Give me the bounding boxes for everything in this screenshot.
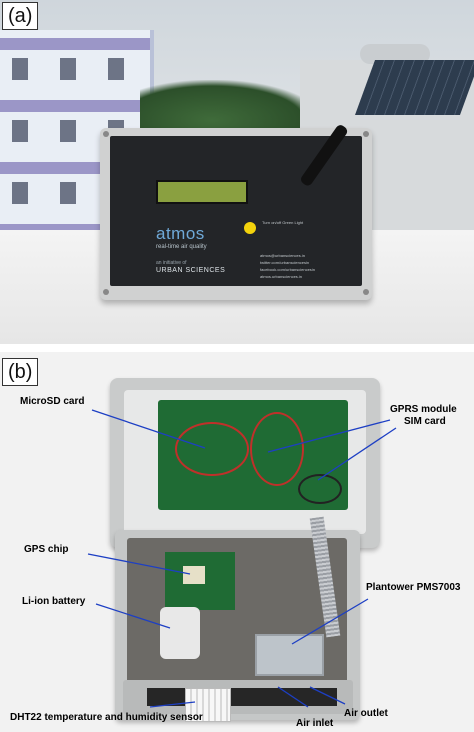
highlight-circle: [298, 474, 342, 504]
label-gprs-module: GPRS module: [390, 404, 457, 415]
wire-loop: [175, 422, 249, 476]
label-gps-chip: GPS chip: [24, 544, 69, 555]
arrow-air-inlet: [277, 686, 309, 708]
label-air-outlet: Air outlet: [344, 708, 388, 719]
solar-panel: [354, 60, 474, 115]
arrow-microsd: [91, 409, 206, 449]
label-microsd-card: MicroSD card: [20, 396, 85, 407]
water-tank: [360, 44, 430, 64]
arrow-dht22: [149, 701, 196, 708]
initiative-text: an initiative of: [156, 260, 187, 266]
brand-tagline: real-time air quality: [156, 244, 207, 250]
contact-twitter: twitter.com/urbansciencesin: [260, 260, 310, 265]
arrow-air-outlet: [309, 686, 346, 705]
pms7003-sensor: [255, 634, 324, 676]
atmos-monitor-enclosure: Turn on/off Green Light atmos real-time …: [100, 123, 372, 300]
gsm-antenna: [299, 123, 350, 188]
wire-loop: [250, 412, 304, 486]
label-plantower: Plantower PMS7003: [366, 582, 461, 593]
status-light: [244, 222, 256, 234]
organization-name: URBAN SCIENCES: [156, 267, 226, 274]
device-faceplate: Turn on/off Green Light atmos real-time …: [110, 123, 362, 286]
arrow-sim: [317, 427, 397, 481]
arrow-battery: [95, 603, 171, 629]
contact-facebook: facebook.com/urbansciencesin: [260, 267, 315, 272]
li-ion-battery: [160, 607, 200, 659]
photo-panel-a: Turn on/off Green Light atmos real-time …: [0, 0, 474, 344]
label-li-ion-battery: Li-ion battery: [22, 596, 86, 607]
contact-email: atmos@urbansciences.in: [260, 253, 305, 258]
dht22-sensor: [185, 688, 231, 722]
gps-chip: [183, 566, 205, 584]
label-sim-card: SIM card: [404, 416, 446, 427]
arrow-plantower: [291, 598, 369, 645]
lcd-display: [156, 180, 248, 204]
label-dht22: DHT22 temperature and humidity sensor: [10, 712, 203, 723]
contact-website: atmos.urbansciences.in: [260, 274, 303, 279]
photo-panel-b: MicroSD card GPRS module SIM card GPS ch…: [0, 352, 474, 732]
panel-label-a: (a): [2, 2, 39, 30]
contact-info: atmos@urbansciences.in twitter.com/urban…: [260, 252, 315, 280]
panel-label-b: (b): [2, 358, 39, 386]
annotation-arrows: [87, 409, 397, 708]
brand-logo: atmos: [156, 224, 205, 243]
label-air-inlet: Air inlet: [296, 718, 334, 729]
switch-label: Turn on/off Green Light: [262, 220, 304, 225]
arrow-gprs: [267, 419, 391, 453]
arrow-gps: [87, 553, 191, 575]
